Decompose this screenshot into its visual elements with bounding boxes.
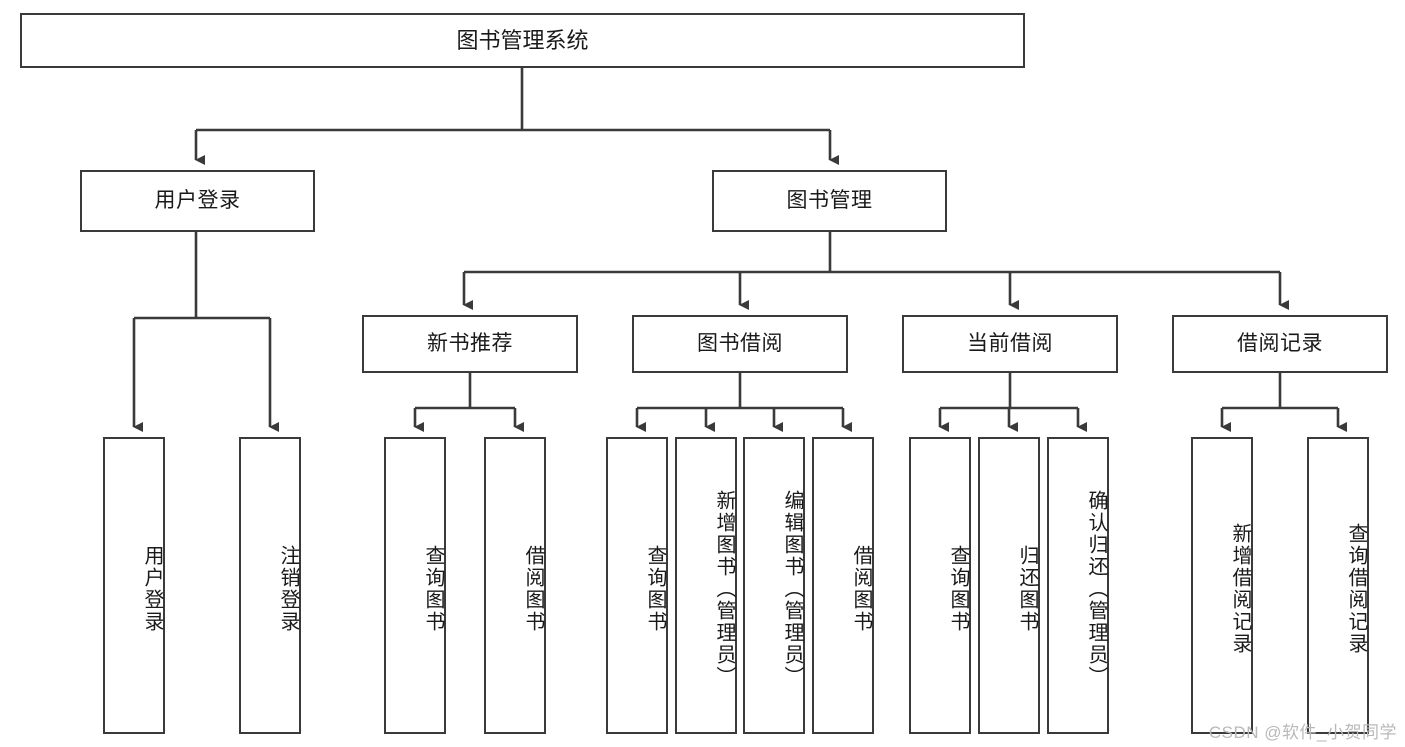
leaf-label: 注销登录 (277, 544, 299, 633)
node-new-book-recommend[interactable]: 新书推荐 (362, 315, 578, 373)
leaf-book-borrow-lend[interactable]: 借阅图书 (812, 437, 874, 734)
leaf-label: 用户登录 (141, 544, 163, 633)
node-book-borrow-label: 图书借阅 (697, 331, 783, 355)
node-user-login[interactable]: 用户登录 (80, 170, 315, 232)
node-book-borrow[interactable]: 图书借阅 (632, 315, 848, 373)
leaf-label: 查询图书 (422, 544, 444, 633)
watermark: CSDN @软件_小贺同学 (1208, 723, 1397, 742)
leaf-borrow-record-query[interactable]: 查询借阅记录 (1307, 437, 1369, 734)
node-user-login-label: 用户登录 (154, 188, 241, 212)
node-borrow-record[interactable]: 借阅记录 (1172, 315, 1388, 373)
leaf-label: 编辑图书（管理员） (781, 489, 803, 688)
leaf-user-login-login[interactable]: 用户登录 (103, 437, 165, 734)
node-current-borrow[interactable]: 当前借阅 (902, 315, 1118, 373)
leaf-user-login-logout[interactable]: 注销登录 (239, 437, 301, 734)
node-root-label: 图书管理系统 (456, 27, 589, 53)
leaf-current-borrow-confirm[interactable]: 确认归还（管理员） (1047, 437, 1109, 734)
node-borrow-record-label: 借阅记录 (1237, 331, 1323, 355)
leaf-new-book-query[interactable]: 查询图书 (384, 437, 446, 734)
leaf-label: 确认归还（管理员） (1085, 489, 1107, 688)
node-book-management[interactable]: 图书管理 (712, 170, 947, 232)
leaf-book-borrow-add[interactable]: 新增图书（管理员） (675, 437, 737, 734)
leaf-book-borrow-query[interactable]: 查询图书 (606, 437, 668, 734)
leaf-label: 新增图书（管理员） (713, 489, 735, 688)
node-current-borrow-label: 当前借阅 (967, 331, 1053, 355)
leaf-label: 新增借阅记录 (1229, 522, 1251, 655)
leaf-label: 查询图书 (947, 544, 969, 633)
leaf-label: 借阅图书 (850, 544, 872, 633)
leaf-new-book-borrow[interactable]: 借阅图书 (484, 437, 546, 734)
node-new-book-recommend-label: 新书推荐 (427, 331, 513, 355)
leaf-current-borrow-query[interactable]: 查询图书 (909, 437, 971, 734)
leaf-borrow-record-add[interactable]: 新增借阅记录 (1191, 437, 1253, 734)
leaf-label: 查询借阅记录 (1345, 522, 1367, 655)
leaf-book-borrow-edit[interactable]: 编辑图书（管理员） (743, 437, 805, 734)
leaf-label: 查询图书 (644, 544, 666, 633)
node-book-management-label: 图书管理 (786, 188, 873, 212)
leaf-label: 归还图书 (1016, 544, 1038, 633)
node-root[interactable]: 图书管理系统 (20, 13, 1025, 68)
leaf-current-borrow-return[interactable]: 归还图书 (978, 437, 1040, 734)
leaf-label: 借阅图书 (522, 544, 544, 633)
